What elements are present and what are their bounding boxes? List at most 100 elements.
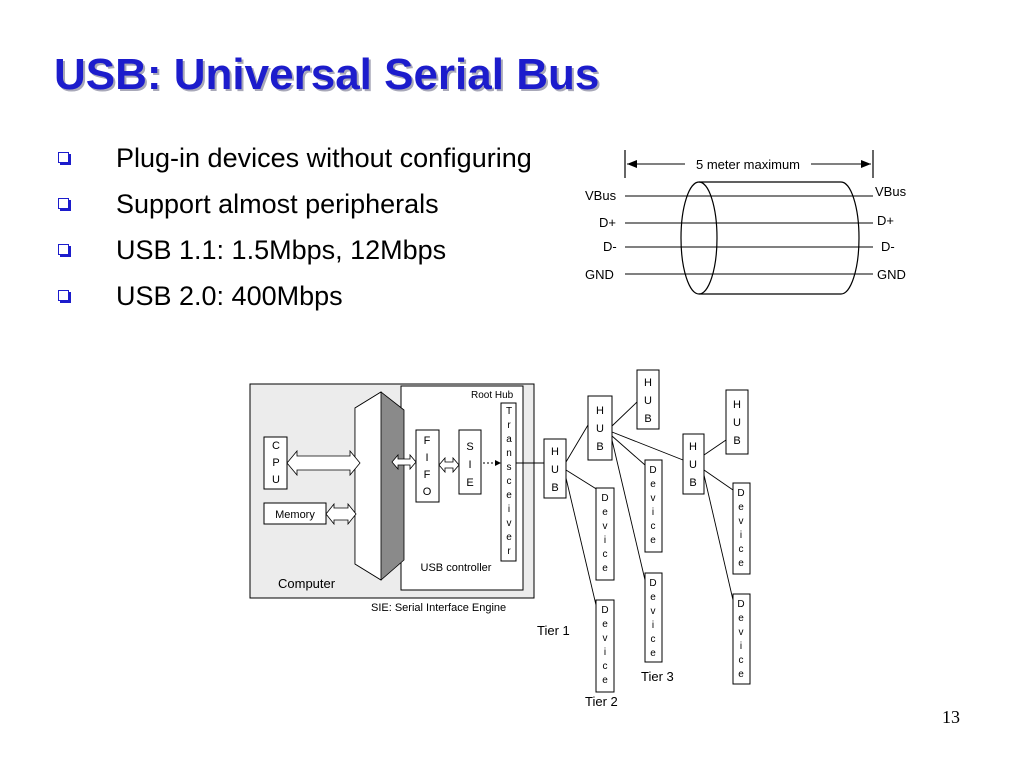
device-node: Dev ice	[595, 487, 615, 581]
wire-label-left: D+	[599, 215, 616, 230]
memory-label: Memory	[275, 509, 315, 521]
transceiver-box	[500, 402, 517, 562]
svg-text:D: D	[649, 465, 656, 476]
svg-text:D: D	[649, 578, 656, 589]
cpu-bus-arrow	[286, 449, 361, 477]
bullet-item: USB 2.0: 400Mbps	[54, 278, 546, 314]
svg-text:D: D	[601, 493, 608, 504]
square-bullet-icon	[58, 244, 69, 255]
tier-label: Tier 1	[537, 623, 570, 638]
device-node: Dev ice	[732, 482, 751, 575]
hub-node: H U B	[682, 433, 705, 495]
svg-text:D: D	[601, 605, 608, 616]
svg-text:i: i	[604, 647, 606, 658]
device-node: Dev ice	[595, 599, 615, 693]
cpu-letter: C	[272, 440, 280, 452]
svg-text:i: i	[652, 620, 654, 631]
wire-label-left: GND	[585, 267, 614, 282]
svg-text:e: e	[602, 563, 608, 574]
svg-text:c: c	[739, 544, 744, 555]
device-node: Dev ice	[732, 593, 751, 685]
svg-text:I: I	[425, 452, 428, 464]
svg-text:i: i	[604, 535, 606, 546]
slide-title: USB: Universal Serial Bus	[54, 50, 600, 99]
svg-text:U: U	[596, 423, 604, 435]
svg-text:B: B	[733, 435, 740, 447]
cable-inner-edge	[698, 181, 718, 295]
svg-text:v: v	[603, 521, 608, 532]
square-bullet-icon	[58, 198, 69, 209]
hub-node: H U B	[543, 438, 567, 499]
hub-node: H U B	[725, 389, 749, 455]
svg-text:e: e	[650, 648, 656, 659]
wire-label-right: D-	[881, 239, 895, 254]
svg-text:c: c	[651, 521, 656, 532]
svg-text:c: c	[603, 549, 608, 560]
svg-text:H: H	[644, 377, 652, 389]
svg-text:H: H	[689, 441, 697, 453]
svg-text:e: e	[506, 532, 512, 543]
svg-text:e: e	[650, 535, 656, 546]
wire-label-left: VBus	[585, 188, 617, 203]
svg-text:a: a	[506, 434, 512, 445]
bullet-text: Support almost peripherals	[116, 189, 439, 219]
bullet-item: Support almost peripherals	[54, 186, 546, 222]
svg-text:e: e	[738, 669, 744, 680]
sie-box	[458, 429, 482, 495]
fifo-box	[415, 429, 440, 503]
svg-text:B: B	[596, 441, 603, 453]
svg-text:U: U	[644, 395, 652, 407]
svg-text:v: v	[603, 633, 608, 644]
svg-text:H: H	[596, 405, 604, 417]
arrowhead-right-icon	[861, 160, 871, 168]
svg-text:U: U	[733, 417, 741, 429]
wire-label-right: GND	[877, 267, 906, 282]
svg-text:e: e	[650, 592, 656, 603]
page-number: 13	[942, 707, 960, 727]
usb-controller-label: USB controller	[421, 562, 492, 574]
svg-text:B: B	[689, 477, 696, 489]
svg-text:v: v	[651, 493, 656, 504]
svg-text:E: E	[466, 477, 473, 489]
bullet-list: Plug-in devices without configuring Supp…	[54, 140, 546, 324]
svg-text:U: U	[551, 464, 559, 476]
usb-cable-diagram: 5 meter maximum VBus D+ D- GND VBus D+ D…	[585, 150, 907, 295]
wire-label-right: VBus	[875, 184, 907, 199]
svg-text:D: D	[737, 599, 744, 610]
svg-text:I: I	[468, 459, 471, 471]
bullet-item: USB 1.1: 1.5Mbps, 12Mbps	[54, 232, 546, 268]
svg-text:i: i	[740, 530, 742, 541]
wire-label-right: D+	[877, 213, 894, 228]
svg-text:O: O	[423, 486, 432, 498]
svg-text:v: v	[651, 606, 656, 617]
cpu-letter: P	[272, 457, 279, 469]
svg-text:U: U	[689, 459, 697, 471]
svg-text:e: e	[602, 675, 608, 686]
svg-text:n: n	[506, 448, 512, 459]
tier-label: Tier 2	[585, 694, 618, 709]
cable-length-label: 5 meter maximum	[696, 157, 800, 172]
svg-text:i: i	[740, 641, 742, 652]
svg-text:T: T	[506, 406, 512, 417]
svg-text:e: e	[650, 479, 656, 490]
svg-text:H: H	[551, 446, 559, 458]
svg-text:v: v	[507, 518, 512, 529]
square-bullet-icon	[58, 290, 69, 301]
svg-text:e: e	[738, 613, 744, 624]
svg-text:F: F	[424, 435, 431, 447]
svg-text:e: e	[602, 619, 608, 630]
transceiver-letters: Tra nsc eiv er	[506, 406, 512, 557]
system-bus-front	[354, 391, 382, 581]
svg-text:e: e	[602, 507, 608, 518]
svg-text:r: r	[507, 546, 511, 557]
bullet-text: USB 2.0: 400Mbps	[116, 281, 343, 311]
arrowhead-left-icon	[627, 160, 637, 168]
svg-text:H: H	[733, 399, 741, 411]
memory-bus-arrow	[325, 502, 357, 526]
svg-text:e: e	[738, 558, 744, 569]
square-bullet-icon	[58, 152, 69, 163]
bullet-text: USB 1.1: 1.5Mbps, 12Mbps	[116, 235, 447, 265]
device-node: Dev ice	[644, 459, 663, 553]
svg-text:i: i	[652, 507, 654, 518]
hub-node: H U B	[636, 369, 660, 430]
